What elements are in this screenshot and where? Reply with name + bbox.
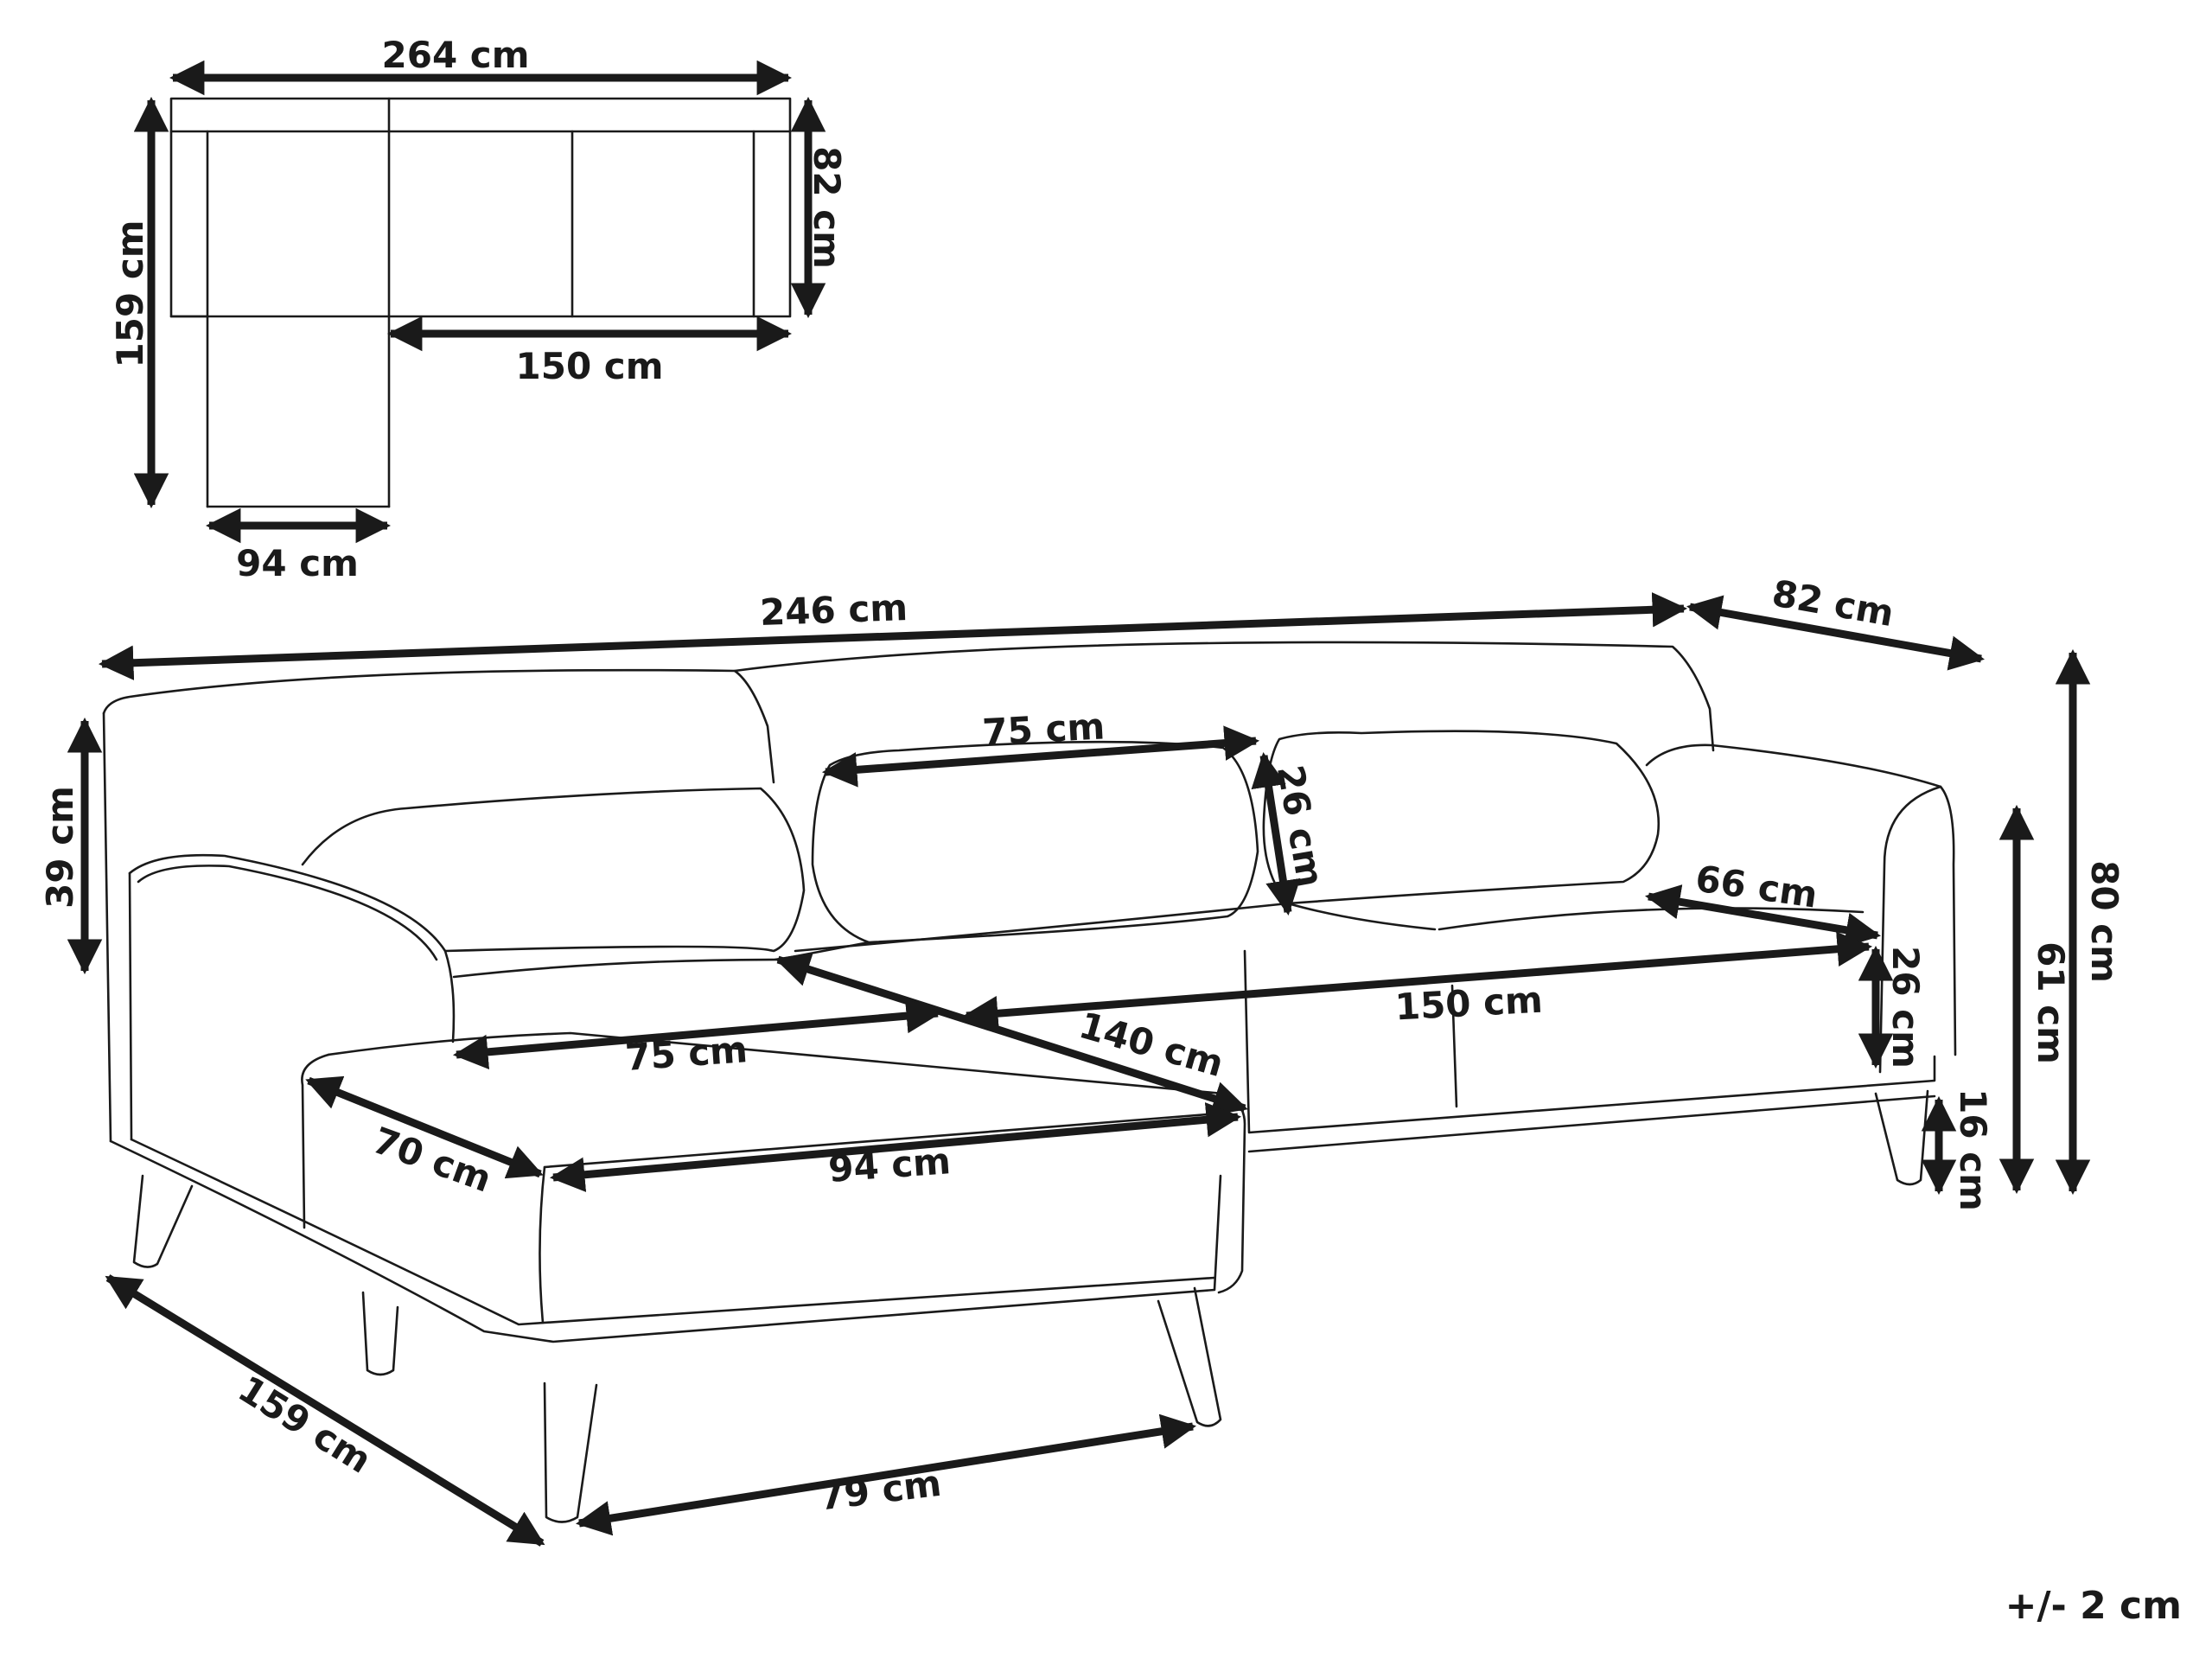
label-top-chaise-width: 94 cm (236, 542, 359, 584)
top-view-dimension-arrows (133, 60, 826, 544)
label-armrest-height: 26 cm (1884, 946, 1927, 1069)
label-overall-height: 80 cm (2083, 860, 2126, 983)
label-top-seat-depth: 82 cm (806, 146, 848, 269)
label-main-seat-width: 150 cm (1394, 979, 1544, 1029)
label-top-depth: 159 cm (109, 220, 151, 368)
sofa-dimension-arrows (67, 592, 2091, 1547)
label-leg-span: 79 cm (817, 1462, 944, 1519)
label-backrest-height: 39 cm (39, 786, 81, 909)
label-chaise-front-width: 94 cm (827, 1139, 953, 1190)
label-leg-height: 16 cm (1952, 1088, 1994, 1211)
sofa-illustration (102, 641, 1957, 1523)
label-overall-length: 246 cm (759, 586, 908, 634)
top-view-outline (169, 97, 792, 508)
label-top-main-length: 150 cm (516, 345, 664, 387)
label-chaise-seat-width: 75 cm (624, 1028, 749, 1079)
label-top-width: 264 cm (382, 34, 530, 76)
label-chaise-length: 159 cm (231, 1368, 379, 1482)
label-seat-height: 61 cm (2030, 941, 2072, 1064)
label-cushion-width: 75 cm (981, 705, 1106, 753)
tolerance-note: +/- 2 cm (2005, 1584, 2182, 1628)
label-diagonal-seat: 140 cm (1074, 1004, 1228, 1085)
